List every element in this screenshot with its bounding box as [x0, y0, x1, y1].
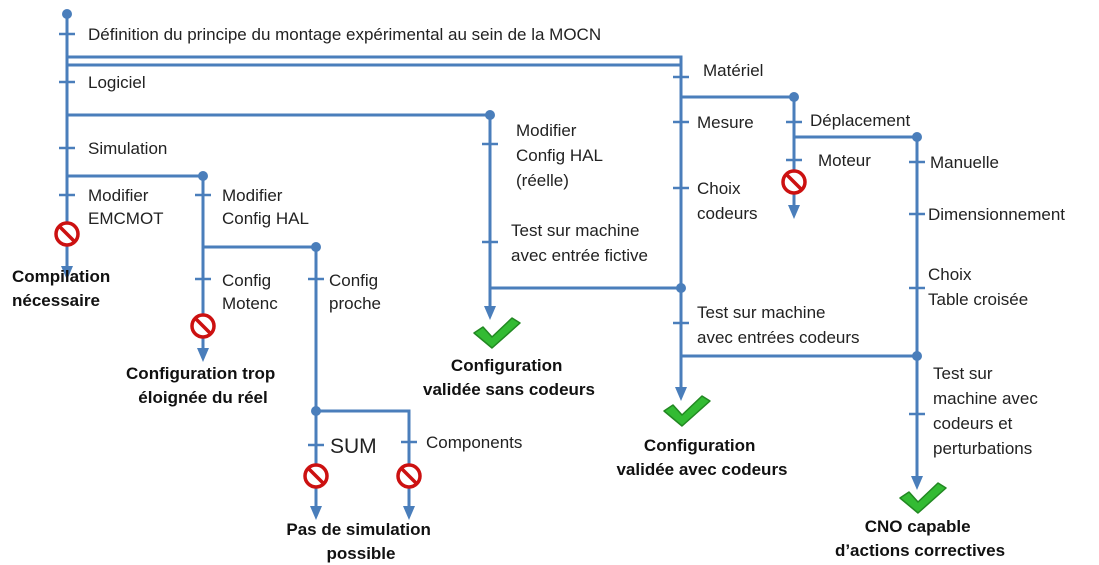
step-modifier-config-hal-reelle: Modifier Config HAL (réelle)	[516, 121, 607, 190]
step-dimensionnement: Dimensionnement	[928, 205, 1065, 224]
checkmark-icon	[473, 317, 521, 349]
check-icons	[473, 317, 947, 514]
arrowhead	[197, 348, 209, 362]
arrowhead	[310, 506, 322, 520]
step-test-perturbations: Test sur machine avec codeurs et perturb…	[933, 364, 1043, 458]
step-config-motenc: Config Motenc	[222, 271, 278, 313]
no-entry-icon	[54, 221, 80, 247]
step-sum: SUM	[330, 435, 377, 458]
step-simulation: Simulation	[88, 139, 167, 158]
arrowhead	[911, 476, 923, 490]
step-choix-codeurs: Choix codeurs	[697, 179, 757, 223]
step-test-entrees-codeurs: Test sur machine avec entrées codeurs	[697, 303, 860, 347]
arrowhead	[788, 205, 800, 219]
step-test-entree-fictive: Test sur machine avec entrée fictive	[511, 221, 648, 265]
junction-dots	[62, 9, 922, 416]
no-entry-icon	[303, 463, 329, 489]
checkmark-icon	[663, 395, 711, 427]
outcome-pas-simulation: Pas de simulation possible	[286, 520, 435, 563]
step-materiel: Matériel	[703, 61, 763, 80]
outcome-validee-sans: Configuration validée sans codeurs	[423, 356, 595, 399]
step-ticks	[59, 32, 925, 447]
no-entry-icon	[781, 169, 807, 195]
step-config-proche: Config proche	[329, 271, 383, 313]
junction-dot	[198, 171, 208, 181]
junction-dot	[62, 9, 72, 19]
arrowhead	[403, 506, 415, 520]
step-definition: Définition du principe du montage expéri…	[88, 25, 601, 44]
step-choix-table: Choix Table croisée	[928, 265, 1028, 309]
outcome-config-eloignee: Configuration trop éloignée du réel	[126, 364, 280, 407]
outcome-compilation: Compilation nécessaire	[12, 267, 115, 310]
step-logiciel: Logiciel	[88, 73, 146, 92]
junction-dot	[789, 92, 799, 102]
outcome-validee-avec: Configuration validée avec codeurs	[616, 436, 787, 479]
step-moteur: Moteur	[818, 151, 871, 170]
components-line	[316, 409, 411, 508]
junction-dot	[485, 110, 495, 120]
junction-dot	[912, 351, 922, 361]
materiel-branch-line	[67, 55, 683, 389]
arrowhead	[484, 306, 496, 320]
step-modifier-config-hal: Modifier Config HAL	[222, 186, 309, 228]
outcome-cno-capable: CNO capable d’actions correctives	[835, 517, 1005, 560]
step-components: Components	[426, 433, 522, 452]
arrowhead	[675, 387, 687, 401]
step-deplacement: Déplacement	[810, 111, 910, 130]
junction-dot	[676, 283, 686, 293]
step-modifier-emcmot: Modifier EMCMOT	[88, 186, 164, 228]
junction-dot	[912, 132, 922, 142]
junction-dot	[311, 242, 321, 252]
arrowhead	[61, 266, 73, 280]
step-mesure: Mesure	[697, 113, 754, 132]
outcome-labels: Compilation nécessaire Configuration tro…	[12, 267, 1005, 563]
no-entry-icon	[190, 313, 216, 339]
arrowheads	[61, 205, 923, 520]
step-manuelle: Manuelle	[930, 153, 999, 172]
step-labels: Définition du principe du montage expéri…	[88, 25, 1065, 458]
no-entry-icon	[396, 463, 422, 489]
checkmark-icon	[899, 482, 947, 514]
junction-dot	[311, 406, 321, 416]
